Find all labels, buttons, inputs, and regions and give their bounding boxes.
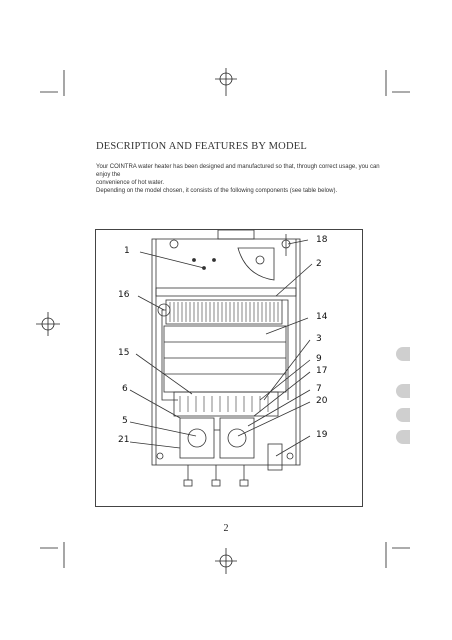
callout-21: 21 xyxy=(118,435,130,445)
intro-text: Your COINTRA water heater has been desig… xyxy=(96,163,386,195)
intro-line-1: Your COINTRA water heater has been desig… xyxy=(96,164,380,178)
side-tab xyxy=(396,408,410,422)
callout-9: 9 xyxy=(316,354,322,364)
callout-5: 5 xyxy=(122,416,128,426)
side-tab xyxy=(396,347,410,361)
water-heater-drawing xyxy=(129,230,313,487)
callout-18: 18 xyxy=(316,235,328,245)
intro-line-2: convenience of hot water. xyxy=(96,180,165,186)
callout-19: 19 xyxy=(316,430,328,440)
callout-17: 17 xyxy=(316,366,328,376)
callout-15: 15 xyxy=(118,348,130,358)
callout-6: 6 xyxy=(122,384,128,394)
callout-7: 7 xyxy=(316,384,322,394)
callout-16: 16 xyxy=(118,290,130,300)
callout-1: 1 xyxy=(124,246,130,256)
intro-line-3: Depending on the model chosen, it consis… xyxy=(96,188,338,194)
callout-14: 14 xyxy=(316,312,328,322)
side-tab xyxy=(396,430,410,444)
callout-2: 2 xyxy=(316,259,322,269)
section-title: DESCRIPTION AND FEATURES BY MODEL xyxy=(96,141,307,152)
side-tab xyxy=(396,384,410,398)
water-heater-diagram: 1 18 2 16 14 15 3 9 17 6 7 20 5 21 19 xyxy=(95,229,363,507)
page-number: 2 xyxy=(223,523,229,534)
callout-20: 20 xyxy=(316,396,328,406)
callout-3: 3 xyxy=(316,334,322,344)
